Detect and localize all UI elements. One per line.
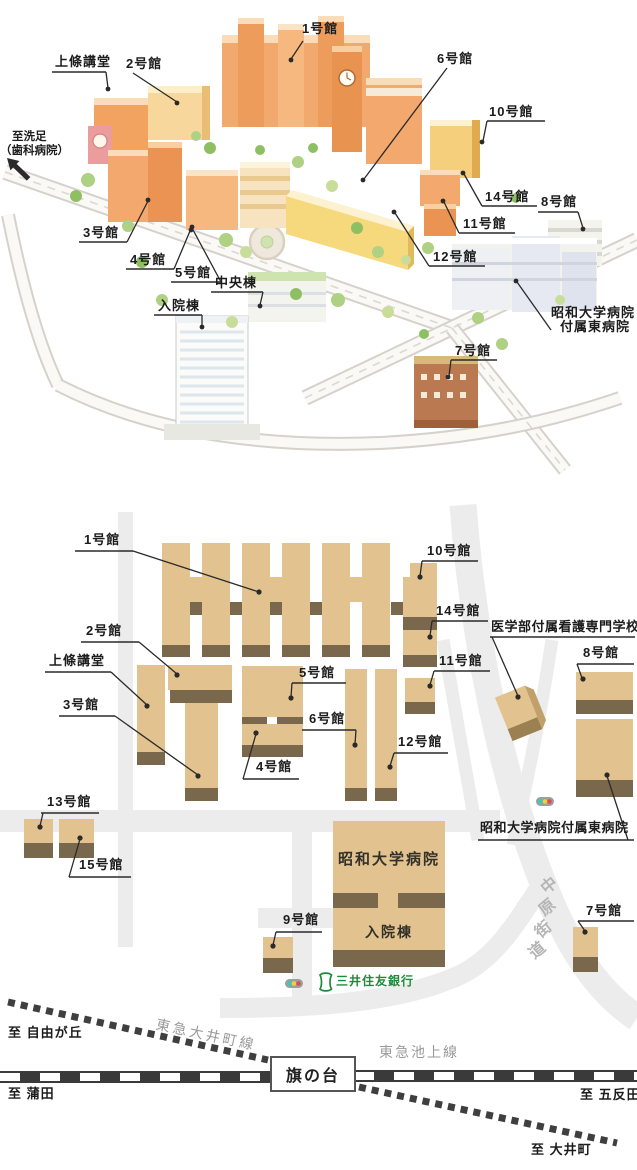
map-roads: [0, 504, 637, 1030]
illustration-building-5: [240, 162, 290, 228]
map-label-hospital: 昭和大学病院: [337, 851, 440, 868]
map-label-building-11: 11号館: [439, 653, 483, 668]
illustration-inpatient-tower: [164, 315, 260, 440]
map-label-building-15: 15号館: [79, 857, 124, 872]
map-building-7: [573, 927, 598, 972]
map-building-11: [405, 678, 435, 714]
illus-label-building-4: 4号館: [130, 252, 167, 267]
map-label-building-13: 13号館: [47, 794, 92, 809]
map-label-building-5: 5号館: [299, 665, 336, 680]
rail-label-to-oimachi: 至 大井町: [531, 1142, 592, 1157]
illus-label-building-1: 1号館: [302, 21, 339, 36]
hatanodai-station-box: 旗の台: [270, 1056, 356, 1092]
illustration-clock-tower: [332, 46, 362, 152]
map-leader-lines: [37, 550, 635, 949]
map-label-building-14: 14号館: [436, 603, 481, 618]
map-building-1: [162, 543, 403, 657]
illustration-central-building: [248, 272, 326, 322]
map-building-10-14: [403, 563, 437, 667]
map-building-12: [375, 669, 397, 801]
map-label-building-8: 8号館: [583, 645, 620, 660]
illustration-building-2: [148, 86, 210, 140]
illus-label-building-14: 14号館: [485, 189, 530, 204]
map-east-hospital: [576, 719, 633, 797]
map-label-inpatient: 入院棟: [365, 924, 413, 940]
map-label-building-6: 6号館: [309, 711, 346, 726]
illustration-leader-lines: [52, 40, 586, 380]
rail-label-to-gotanda: 至 五反田: [580, 1087, 637, 1102]
map-building-3: [185, 703, 218, 801]
illustration-building-7: [414, 356, 478, 428]
map-building-9: [263, 937, 293, 973]
illus-label-east-hospital-2: 付属東病院: [560, 319, 631, 334]
map-label-kamijo: 上條講堂: [49, 653, 106, 668]
nakahara-kaido-road: [449, 504, 637, 1030]
map-building-6: [345, 669, 367, 801]
oimachi-line-southeast: [358, 1083, 618, 1147]
map-building-8: [576, 672, 633, 714]
map-hospital-complex: [333, 821, 445, 967]
illus-label-building-5: 5号館: [175, 265, 212, 280]
illus-label-building-8: 8号館: [541, 194, 578, 209]
illustration-building-4: [186, 170, 238, 230]
map-label-building-2: 2号館: [86, 623, 123, 638]
campus-illustration: [1, 16, 637, 475]
railways: [0, 998, 637, 1147]
illus-label-central-building: 中央棟: [215, 275, 258, 290]
traffic-light-icon: [536, 797, 554, 806]
senzoku-arrow-icon: [7, 158, 31, 181]
illus-label-inpatient: 入院棟: [158, 298, 201, 313]
map-label-building-9: 9号館: [283, 912, 320, 927]
map-nursing-school: [494, 685, 547, 742]
illus-label-east-hospital-1: 昭和大学病院: [551, 305, 636, 320]
simplified-map: [0, 504, 637, 1147]
map-building-2: [168, 665, 232, 703]
traffic-light-icon: [285, 979, 303, 988]
map-label-bank: 三井住友銀行: [336, 974, 415, 988]
rail-label-ikegami-line: 東急池上線: [379, 1044, 459, 1060]
illus-label-kamijo: 上條講堂: [55, 54, 112, 69]
illus-label-building-7: 7号館: [455, 343, 492, 358]
oimachi-line-northwest: [7, 998, 269, 1064]
map-label-building-10: 10号館: [427, 543, 472, 558]
map-label-building-3: 3号館: [63, 697, 100, 712]
rail-label-to-jiyugaoka: 至 自由が丘: [8, 1025, 83, 1040]
map-label-building-1: 1号館: [84, 532, 121, 547]
map-kamijo-hall: [137, 665, 165, 765]
illus-label-senzoku-1: 至洗足: [12, 131, 47, 143]
map-label-building-7: 7号館: [586, 903, 623, 918]
illustration-building-11: [424, 204, 456, 236]
illustration-trees: [70, 131, 565, 350]
illus-label-building-11: 11号館: [463, 216, 507, 231]
illustration-building-14: [420, 170, 460, 206]
station-name: 旗の台: [285, 1068, 340, 1085]
map-building-13: [24, 819, 53, 858]
illustration-building-10: [430, 120, 480, 178]
illustration-building-3: [108, 142, 182, 222]
map-label-building-12: 12号館: [398, 734, 443, 749]
illus-label-building-10: 10号館: [489, 104, 534, 119]
illus-label-building-6: 6号館: [437, 51, 474, 66]
map-building-4-5: [242, 666, 303, 757]
illustration-east-hospital: [452, 236, 597, 312]
smbc-bank-icon: [318, 972, 333, 992]
illustration-building-12: [286, 190, 414, 270]
illus-label-building-3: 3号館: [83, 225, 120, 240]
illustration-building-6: [366, 78, 422, 164]
illus-label-building-2: 2号館: [126, 56, 163, 71]
rail-label-to-kamata: 至 蒲田: [8, 1086, 55, 1101]
illus-label-building-12: 12号館: [433, 249, 478, 264]
map-label-building-4: 4号館: [256, 759, 293, 774]
map-label-east-hospital: 昭和大学病院付属東病院: [480, 820, 629, 835]
illus-label-senzoku-2: （歯科病院）: [0, 145, 69, 157]
illustration-plaza: [248, 223, 286, 261]
map-label-nursing-school: 医学部付属看護専門学校: [491, 619, 637, 634]
